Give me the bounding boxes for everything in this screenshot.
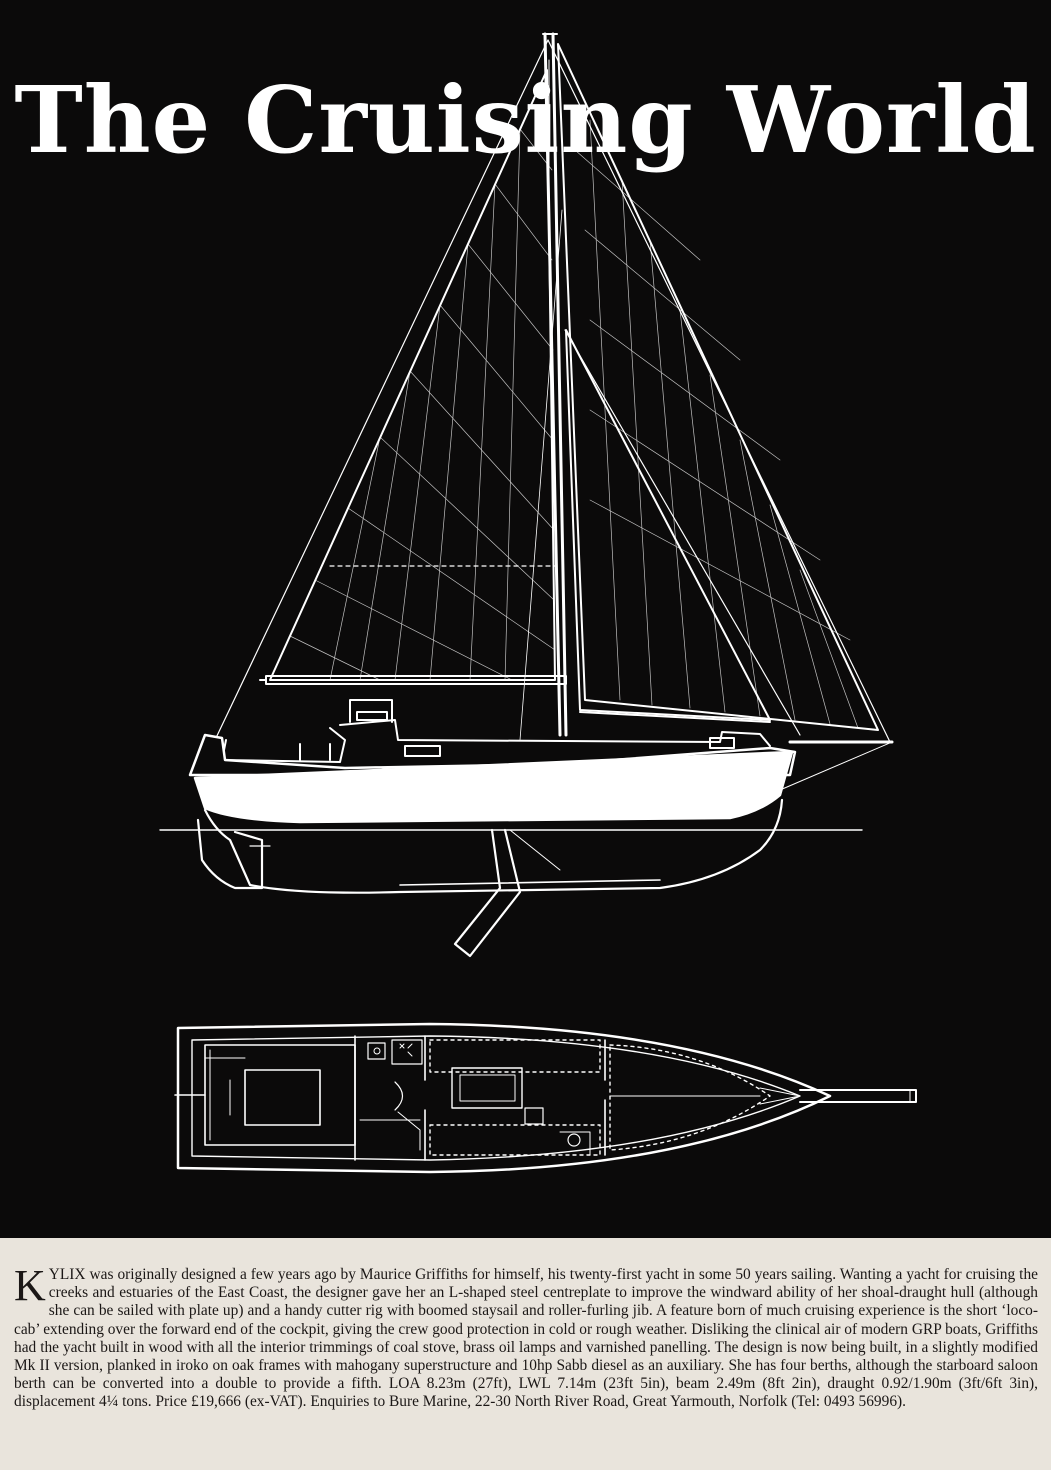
rigging [214,39,891,743]
article-paragraph: YLIX was originally designed a few years… [14,1266,1038,1411]
sail-plan-profile [159,32,894,958]
jib [557,43,879,731]
masthead-title: The Cruising World [14,66,1037,174]
boom [259,675,567,685]
drop-cap: K [14,1261,46,1310]
deckhouse [219,699,771,763]
hull [188,733,797,958]
poster-illustration-area: The Cruising World [0,0,1051,1238]
bowsprit [779,740,894,791]
accommodation-plan [174,1022,917,1174]
staysail [565,329,771,723]
yacht-drawings [159,32,917,1174]
mainsail [269,69,556,681]
